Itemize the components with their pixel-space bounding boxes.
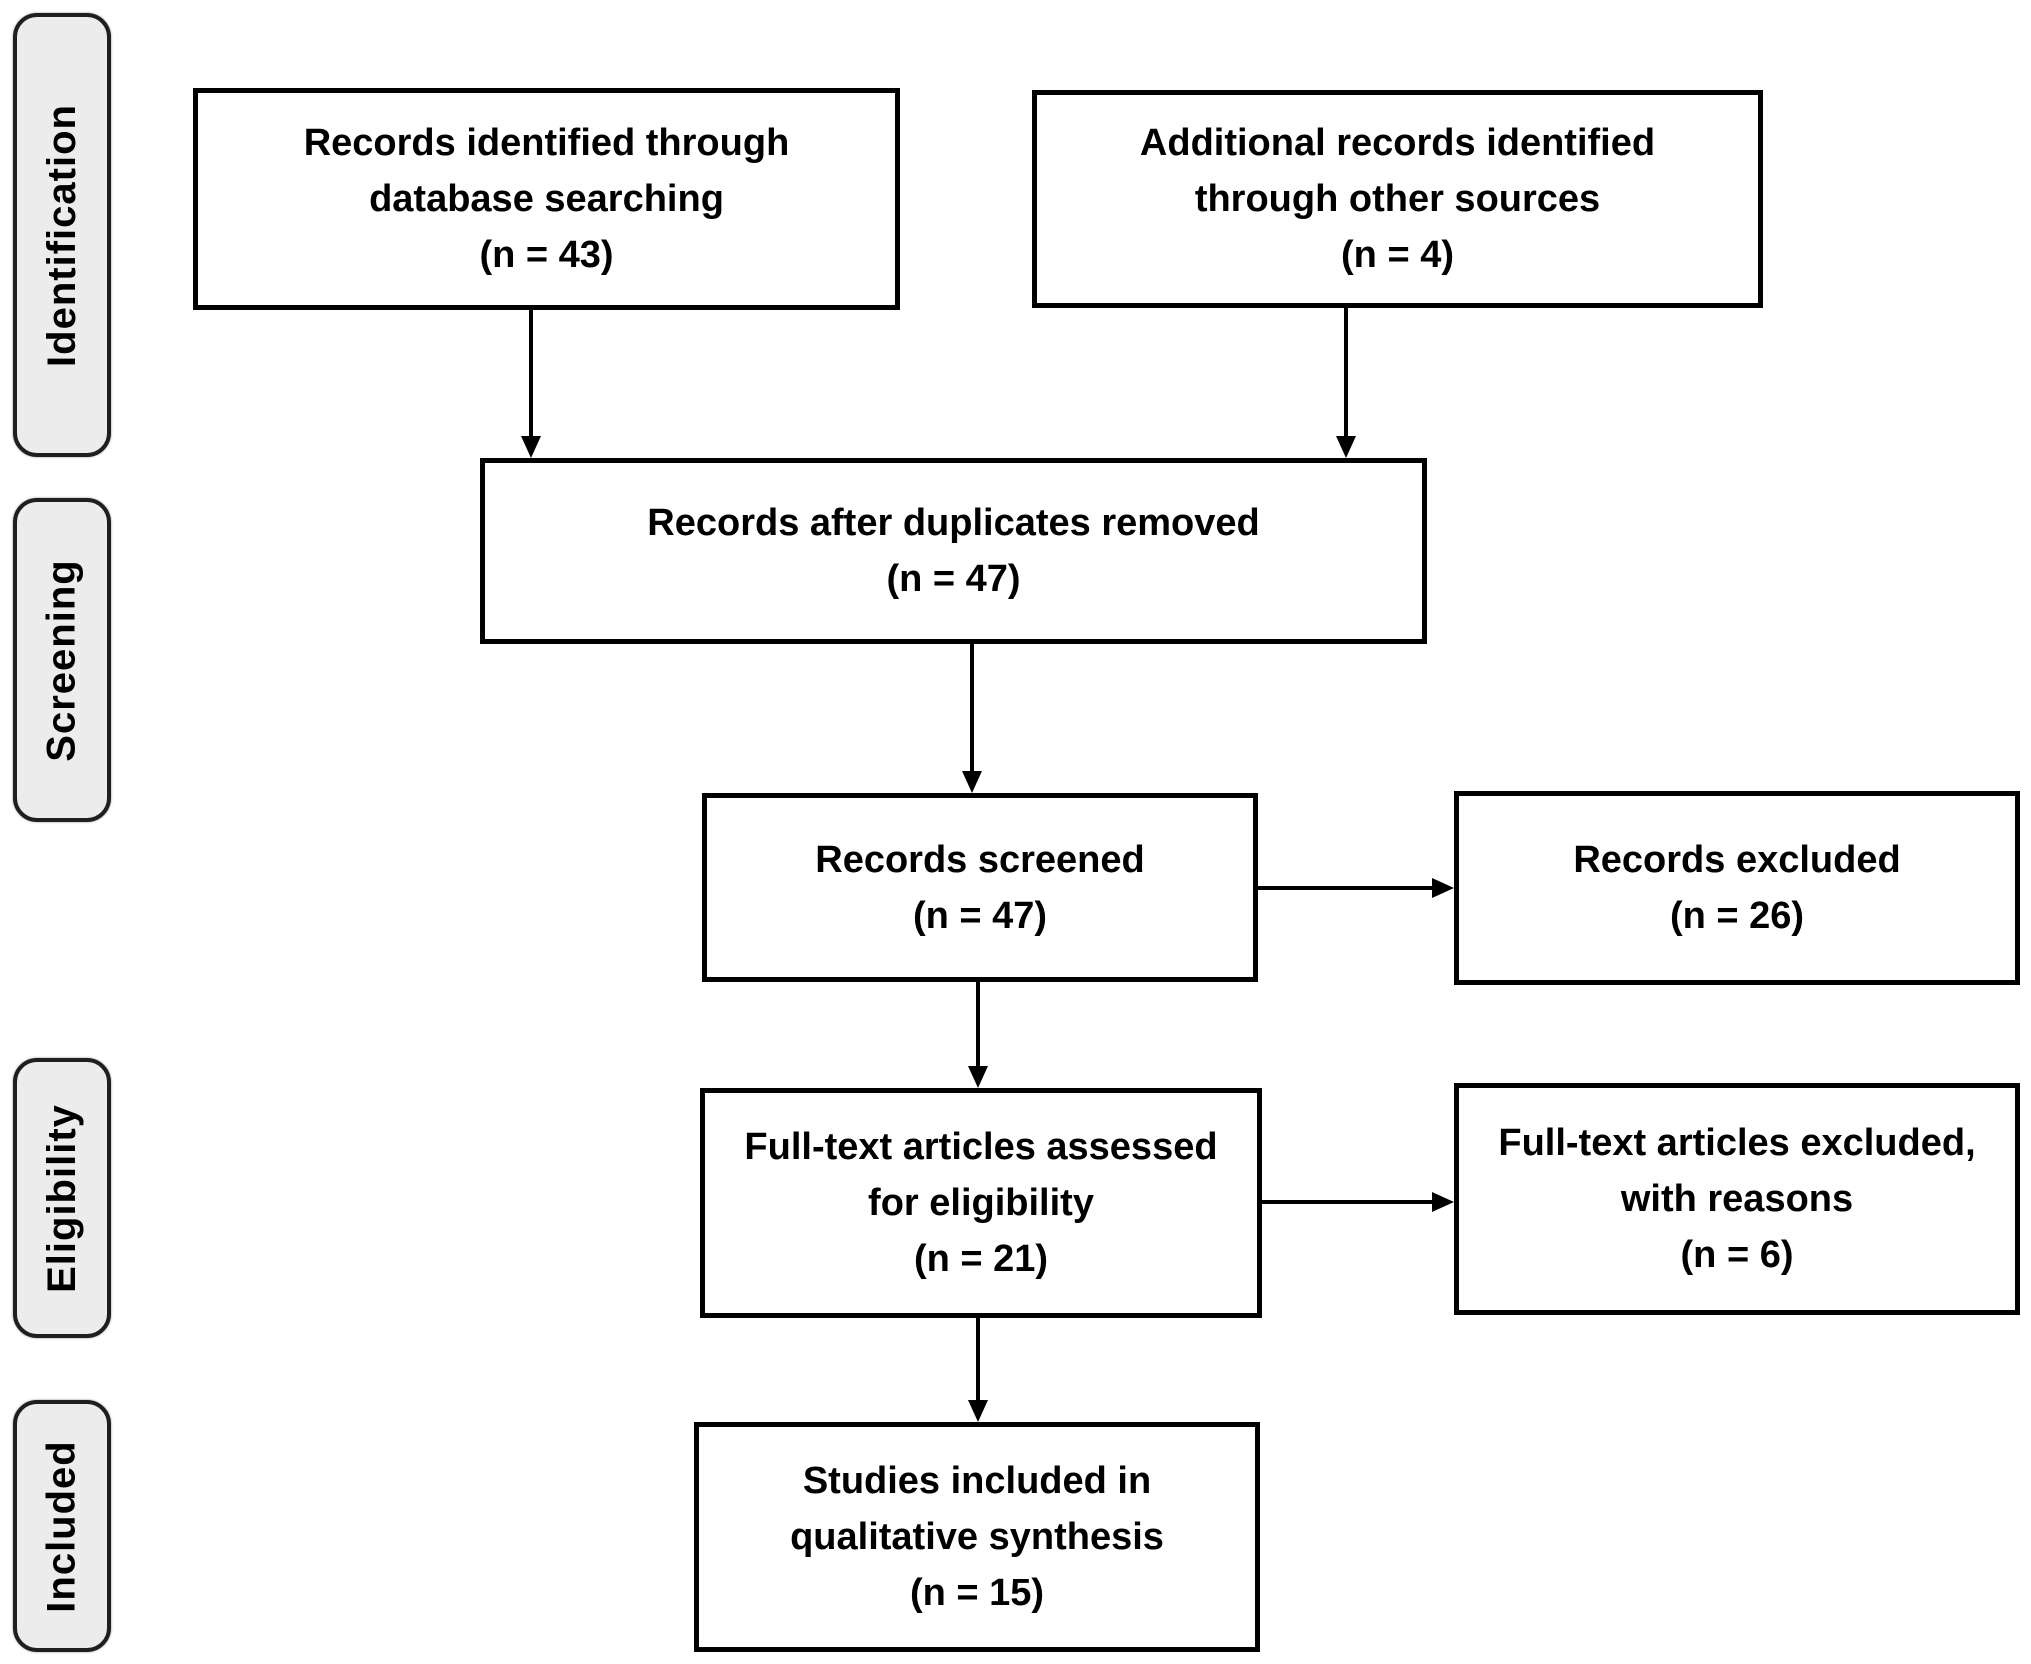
box-text-line: qualitative synthesis	[790, 1516, 1164, 1558]
stage-label-text: Identification	[39, 103, 84, 367]
arrow-line	[976, 982, 980, 1066]
box-count-line: (n = 21)	[913, 1238, 1049, 1280]
box-count-line: (n = 15)	[909, 1572, 1045, 1614]
box-count-line: (n = 4)	[1341, 234, 1454, 276]
arrow-head-right-icon	[1432, 1192, 1454, 1212]
arrow-head-down-icon	[1336, 436, 1356, 458]
box-text-line: database searching	[369, 178, 724, 220]
box-text-line: Records excluded	[1573, 839, 1901, 881]
box-records-identified: Records identified through database sear…	[193, 88, 900, 310]
box-text-line: Records after duplicates removed	[647, 502, 1260, 544]
box-additional-records: Additional records identified through ot…	[1032, 90, 1763, 308]
stage-label-screening: Screening	[13, 498, 111, 822]
box-fulltext-excluded: Full-text articles excluded, with reason…	[1454, 1083, 2020, 1315]
arrow-line	[529, 310, 533, 436]
arrow-head-down-icon	[962, 771, 982, 793]
arrow-line	[1262, 1200, 1432, 1204]
arrow-line	[970, 644, 974, 771]
box-count-line: (n = 26)	[1669, 895, 1805, 937]
box-fulltext-assessed: Full-text articles assessed for eligibil…	[700, 1088, 1262, 1318]
arrow-head-down-icon	[521, 436, 541, 458]
arrow-line	[1258, 886, 1432, 890]
box-count-line: (n = 43)	[479, 234, 614, 276]
stage-label-text: Screening	[39, 558, 84, 762]
stage-label-text: Eligibility	[39, 1103, 84, 1293]
box-studies-included: Studies included in qualitative synthesi…	[694, 1422, 1260, 1652]
stage-label-identification: Identification	[13, 13, 111, 457]
arrow-head-right-icon	[1432, 878, 1454, 898]
arrow-line	[1344, 308, 1348, 436]
box-text-line: Full-text articles excluded,	[1498, 1122, 1976, 1164]
box-text-line: Additional records identified	[1139, 122, 1656, 164]
box-count-line: (n = 47)	[886, 558, 1021, 600]
box-count-line: (n = 47)	[912, 894, 1048, 937]
box-count-line: (n = 6)	[1680, 1234, 1794, 1276]
box-records-screened: Records screened (n = 47)	[702, 793, 1258, 982]
box-text-line: Records screened	[815, 838, 1145, 881]
arrow-head-down-icon	[968, 1066, 988, 1088]
box-text-line: Full-text articles assessed	[744, 1126, 1218, 1168]
box-records-excluded: Records excluded (n = 26)	[1454, 791, 2020, 985]
arrow-line	[976, 1318, 980, 1400]
box-duplicates-removed: Records after duplicates removed (n = 47…	[480, 458, 1427, 644]
box-text-line: Studies included in	[802, 1460, 1152, 1502]
box-text-line: for eligibility	[868, 1182, 1094, 1224]
box-text-line: with reasons	[1620, 1178, 1854, 1220]
stage-label-eligibility: Eligibility	[13, 1058, 111, 1338]
box-text-line: through other sources	[1194, 178, 1601, 220]
stage-label-included: Included	[13, 1400, 111, 1652]
stage-label-text: Included	[39, 1439, 84, 1613]
box-text-line: Records identified through	[303, 122, 790, 164]
arrow-head-down-icon	[968, 1400, 988, 1422]
